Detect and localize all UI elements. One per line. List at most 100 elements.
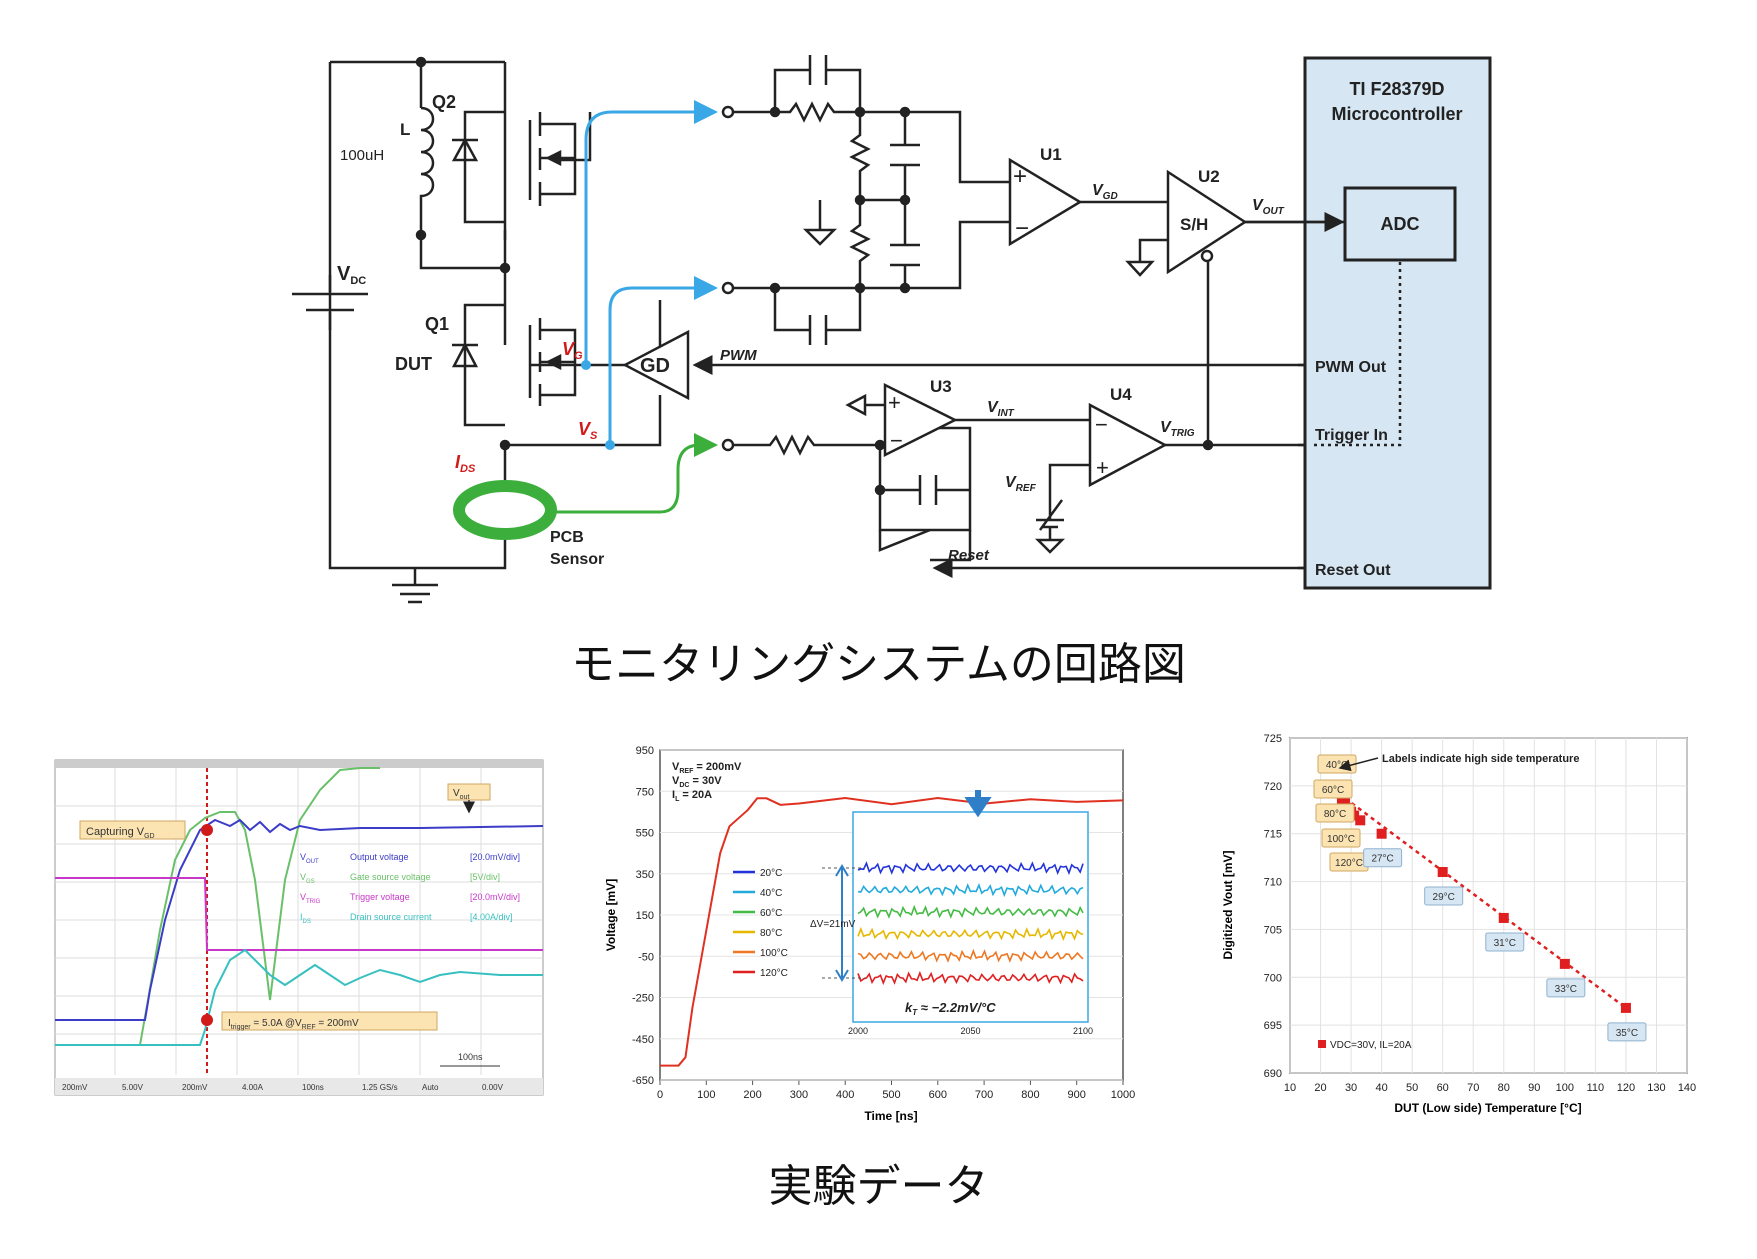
u4-opamp — [1088, 402, 1168, 488]
temp-callout-box — [1321, 828, 1361, 848]
y-tick-label: 350 — [636, 869, 654, 881]
l-value: 100uH — [340, 147, 384, 164]
q1-label: Q1 — [425, 314, 449, 334]
x-tick-label: 20 — [1314, 1082, 1326, 1094]
scope-status-item: 200mV — [62, 1083, 88, 1092]
x-tick-label: 600 — [929, 1089, 947, 1101]
temp-callout-box — [1315, 803, 1355, 823]
circuit-diagram — [292, 55, 1492, 604]
x-tick-label: 80 — [1498, 1082, 1510, 1094]
vint-label: VINT — [987, 399, 1015, 419]
x-tick-label: 90 — [1528, 1082, 1540, 1094]
y-tick-label: 705 — [1264, 924, 1282, 936]
data-point — [1376, 828, 1387, 839]
u1-label: U1 — [1040, 145, 1062, 164]
adc-label: ADC — [1381, 214, 1420, 234]
temp-callout-label: 33°C — [1555, 984, 1577, 995]
circuit-caption: モニタリングシステムの回路図 — [571, 639, 1186, 690]
temp-callout-label: 120°C — [1335, 858, 1363, 869]
svg-text:+: + — [888, 390, 901, 415]
rc-network-top — [733, 55, 1010, 345]
data-point — [1355, 815, 1366, 826]
reset-out-label: Reset Out — [1315, 562, 1391, 579]
scope-status-item: 4.00A — [242, 1083, 264, 1092]
temp-callout-label: 31°C — [1494, 938, 1516, 949]
scope-trace-vout — [55, 818, 544, 1021]
gate-driver — [622, 329, 690, 401]
inset-trace-40°C — [857, 882, 1084, 898]
voltage-chart-xlabel: Time [ns] — [864, 1109, 917, 1123]
data-point — [1559, 958, 1570, 969]
pcb-label-2: Sensor — [550, 551, 604, 568]
y-tick-label: 750 — [636, 786, 654, 798]
y-tick-label: 710 — [1264, 877, 1282, 889]
temp-callout-label: 40°C — [1326, 760, 1348, 771]
scope-trace-vgs — [139, 767, 380, 1046]
vtrig-label: VTRIG — [1160, 419, 1195, 439]
trigger-in-label: Trigger In — [1315, 427, 1388, 444]
u3-label: U3 — [930, 377, 952, 396]
x-tick-label: 300 — [790, 1089, 808, 1101]
blue-wire-vg — [584, 100, 718, 365]
y-tick-label: 715 — [1264, 829, 1282, 841]
voltage-chart-ylabel: Voltage [mV] — [604, 879, 618, 951]
x-tick-label: 30 — [1345, 1082, 1357, 1094]
temp-callout-box — [1424, 886, 1464, 906]
temp-callout-box — [1607, 1022, 1647, 1042]
y-tick-label: 695 — [1264, 1020, 1282, 1032]
temperature-chart-ylabel: Digitized Vout [mV] — [1221, 850, 1235, 959]
x-tick-label: 100 — [697, 1089, 715, 1101]
scope-capturing-label: Capturing VGD — [86, 826, 155, 840]
dut-label: DUT — [395, 354, 432, 374]
y-tick-label: 950 — [636, 745, 654, 757]
label-note: Labels indicate high side temperature — [1382, 753, 1579, 765]
temperature-legend: VDC=30V, IL=20A — [1330, 1040, 1412, 1051]
vs-label: VS — [578, 419, 598, 442]
q2-diode — [451, 137, 479, 162]
u4-label: U4 — [1110, 385, 1132, 404]
inset-x-tick: 2100 — [1073, 1026, 1093, 1036]
trend-line — [1338, 792, 1627, 1009]
temp-callout-label: 80°C — [1324, 809, 1346, 820]
mcu-title-2: Microcontroller — [1331, 104, 1462, 124]
inset-box — [852, 811, 1089, 1023]
y-tick-label: 690 — [1264, 1068, 1282, 1080]
q1-diode — [451, 342, 479, 368]
y-tick-label: -450 — [632, 1034, 654, 1046]
temp-callout-label: 29°C — [1433, 892, 1455, 903]
x-tick-label: 70 — [1467, 1082, 1479, 1094]
q2-label: Q2 — [432, 92, 456, 112]
y-tick-label: 150 — [636, 910, 654, 922]
ground-main — [392, 568, 438, 604]
u2-label: U2 — [1198, 167, 1220, 186]
blue-wire-vs — [608, 276, 718, 445]
svg-text:−: − — [1015, 215, 1029, 242]
pwm-out-label: PWM Out — [1315, 359, 1387, 376]
legend-label: 120°C — [760, 968, 788, 979]
u3-opamp — [883, 382, 958, 458]
scope-status-item: 0.00V — [482, 1083, 504, 1092]
battery-symbol — [292, 275, 368, 330]
inset-x-tick: 2050 — [960, 1026, 980, 1036]
scope-time-div: 100ns — [458, 1052, 483, 1062]
x-tick-label: 110 — [1587, 1082, 1605, 1094]
rc-ground — [802, 220, 838, 246]
legend-label: 100°C — [760, 948, 788, 959]
delta-v-label: ΔV=21mV — [810, 919, 856, 930]
x-tick-label: 120 — [1617, 1082, 1635, 1094]
x-tick-label: 400 — [836, 1089, 854, 1101]
inset-traces — [857, 861, 1084, 986]
temp-callout-box — [1313, 779, 1353, 799]
temp-callout-label: 100°C — [1327, 834, 1355, 845]
scope-vout-tag: Vout — [453, 788, 469, 801]
y-tick-label: -650 — [632, 1075, 654, 1087]
x-tick-label: 100 — [1556, 1082, 1574, 1094]
temp-callout-box — [1546, 978, 1586, 998]
temp-callout-label: 35°C — [1616, 1028, 1638, 1039]
